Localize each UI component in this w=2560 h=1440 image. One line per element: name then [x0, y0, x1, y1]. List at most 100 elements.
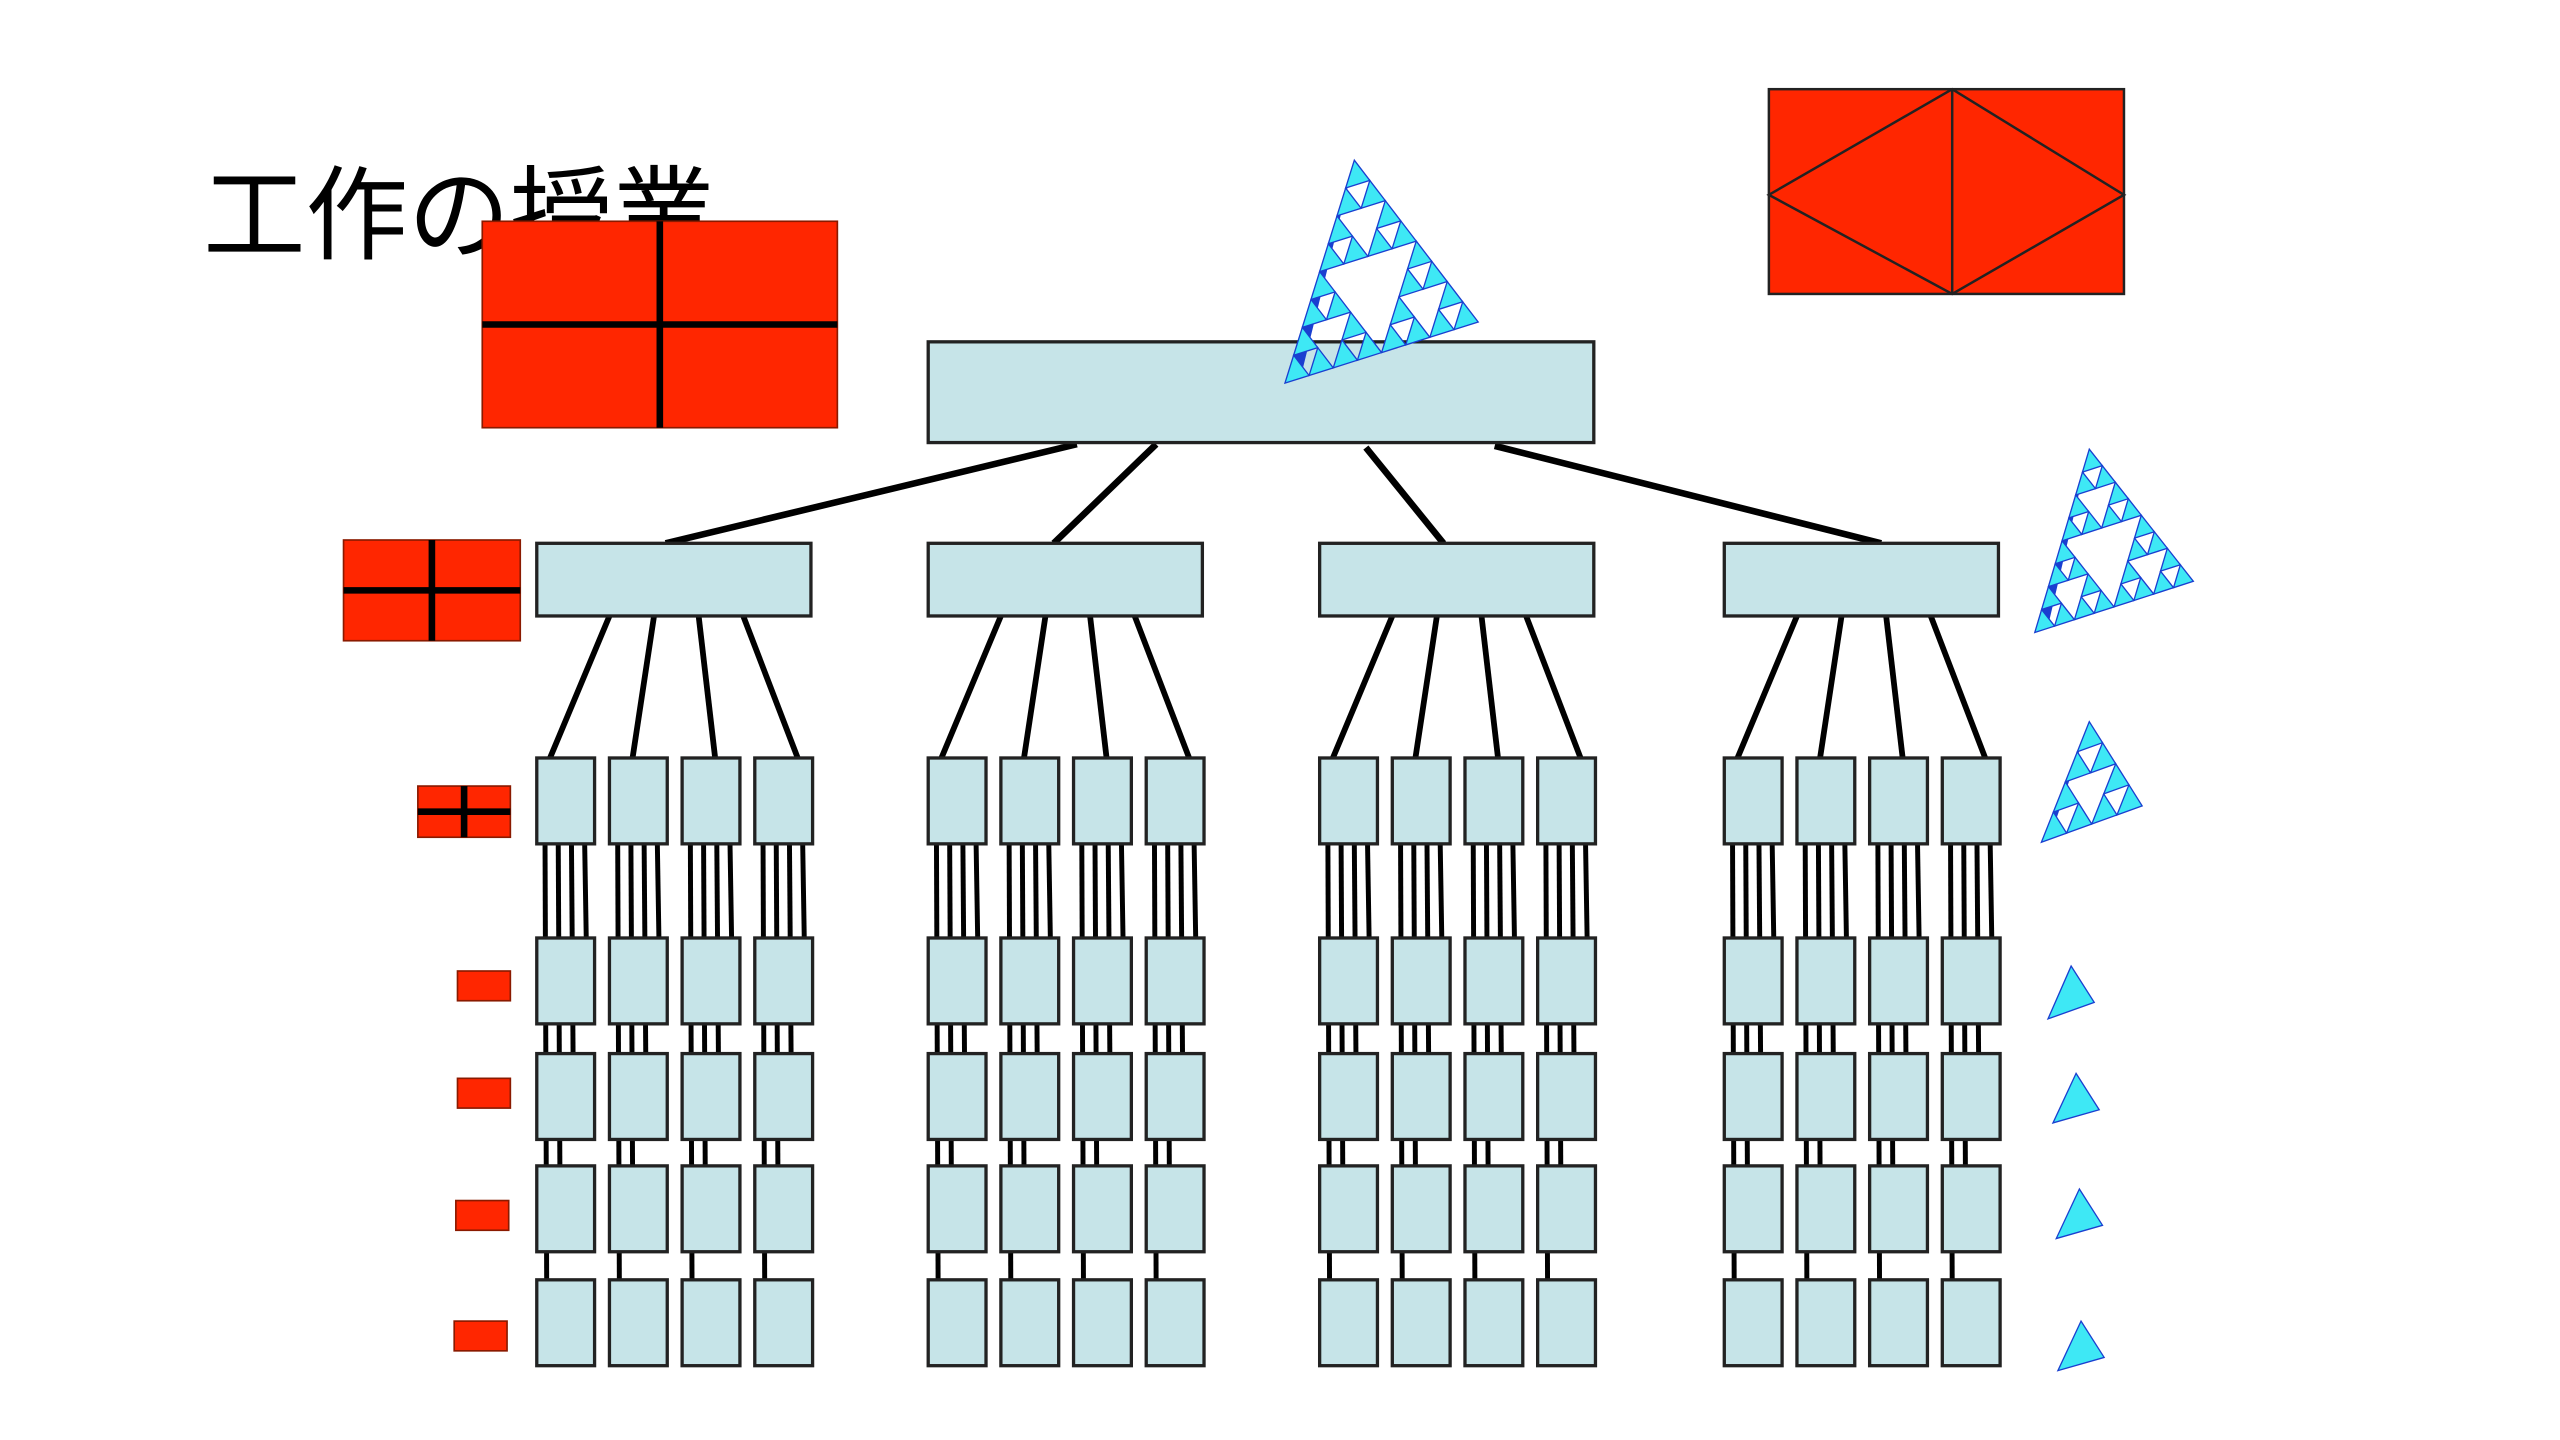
- pyramid-face: [2074, 470, 2097, 497]
- level-1-link: [938, 614, 1004, 760]
- leaf-node-row-4: [607, 1278, 669, 1368]
- pyramid-face: [1340, 310, 1368, 341]
- pyramid-face: [2081, 447, 2104, 474]
- pyramid-face: [2146, 530, 2169, 556]
- tree-link: [1363, 445, 1447, 546]
- paper-diamond-fold-icon: [1766, 87, 2127, 296]
- leaf-node-row-1: [753, 936, 815, 1026]
- pyramid-face: [1428, 308, 1456, 339]
- paper-rect: [456, 1077, 512, 1109]
- pyramid-face: [1356, 330, 1383, 362]
- pyramid-face: [1283, 353, 1311, 385]
- leaf-node-row-2: [1071, 1051, 1134, 1142]
- leaf-node-row-2: [1722, 1051, 1784, 1142]
- leaf-node-row-2: [680, 1051, 742, 1142]
- fold-line: [1766, 87, 2127, 296]
- level-2-node: [1071, 756, 1134, 846]
- pyramid-face: [2133, 513, 2156, 540]
- leaf-node-row-1: [1722, 936, 1784, 1026]
- leaf-node-row-1: [1144, 936, 1206, 1026]
- pyramid-face: [2054, 539, 2077, 565]
- pyramid-face: [1404, 315, 1431, 346]
- sierpinski-pyramid-small-icon: [2055, 1187, 2104, 1240]
- paper-quarter-icon: [417, 785, 512, 839]
- paper-piece-icon: [453, 1320, 508, 1352]
- pyramid-face: [2055, 1187, 2104, 1240]
- pyramid-face: [2067, 493, 2090, 519]
- pyramid-face: [1325, 290, 1352, 321]
- sierpinski-pyramid-medium-icon: [2040, 720, 2144, 844]
- pyramid-face: [2126, 536, 2149, 563]
- paper-half-icon: [342, 539, 522, 642]
- pyramid-face: [1360, 178, 1387, 210]
- leaf-node-row-3: [535, 1164, 597, 1254]
- pyramid-face: [2094, 464, 2117, 490]
- level-2-link: [1365, 843, 1372, 943]
- pyramid-face: [1422, 259, 1449, 291]
- leaf-node-row-2: [535, 1051, 597, 1142]
- pyramid-face: [1389, 295, 1416, 326]
- paper-rect: [456, 970, 512, 1002]
- leaf-node-row-1: [680, 936, 742, 1026]
- leaf-node-row-2: [1317, 1051, 1380, 1142]
- pyramid-face: [2051, 1072, 2101, 1124]
- level-2-link: [582, 843, 589, 943]
- level-2-node: [1317, 756, 1380, 846]
- pyramid-face: [2089, 741, 2117, 774]
- pyramid-face: [2152, 569, 2175, 596]
- leaf-node-row-1: [926, 936, 988, 1026]
- paper-piece-icon: [456, 970, 512, 1002]
- pyramid-face: [1327, 214, 1354, 245]
- pyramid-face: [1375, 199, 1402, 230]
- pyramid-face: [2120, 497, 2143, 523]
- level-2-node: [607, 756, 669, 846]
- pyramid-face: [1344, 158, 1371, 190]
- leaf-node-row-3: [753, 1164, 815, 1254]
- level-2-link: [1842, 843, 1849, 943]
- leaf-node-row-1: [1317, 936, 1380, 1026]
- pyramid-face: [1397, 267, 1425, 298]
- leaf-node-row-2: [1144, 1051, 1206, 1142]
- pyramid-face: [2076, 720, 2104, 753]
- leaf-node-row-4: [680, 1278, 742, 1368]
- leaf-node-row-2: [999, 1051, 1061, 1142]
- level-2-node: [680, 756, 742, 846]
- level-2-node: [753, 756, 815, 846]
- tree-link: [1493, 442, 1882, 547]
- pyramid-face: [2090, 792, 2118, 826]
- leaf-node-row-1: [1463, 936, 1525, 1026]
- level-1-node: [1722, 541, 2001, 618]
- tree-link: [664, 441, 1078, 547]
- pyramid-face: [1453, 300, 1480, 331]
- pyramid-face: [1308, 346, 1335, 377]
- level-2-link: [800, 843, 807, 943]
- leaf-node-row-1: [535, 936, 597, 1026]
- level-1-node: [535, 541, 813, 618]
- level-1-link: [1734, 614, 1800, 760]
- level-2-link: [727, 843, 735, 943]
- pyramid-face: [2080, 572, 2103, 598]
- level-1-link: [1817, 615, 1845, 759]
- pyramid-face: [2073, 595, 2096, 621]
- pyramid-face: [2046, 964, 2096, 1021]
- level-1-link: [629, 615, 657, 759]
- level-2-node: [1463, 756, 1525, 846]
- leaf-node-row-3: [1390, 1164, 1452, 1254]
- leaf-node-row-3: [1317, 1164, 1380, 1254]
- level-2-node: [535, 756, 597, 846]
- pyramid-face: [2119, 559, 2142, 585]
- leaf-node-row-4: [1390, 1278, 1452, 1368]
- paper-piece-icon: [455, 1199, 510, 1232]
- level-2-node: [1144, 756, 1206, 846]
- leaf-node-row-2: [1536, 1051, 1598, 1142]
- leaf-node-row-3: [1867, 1164, 1930, 1254]
- pyramid-face: [2093, 588, 2116, 615]
- pyramid-face: [1380, 323, 1407, 354]
- pyramid-face: [2067, 555, 2090, 582]
- level-1-link: [695, 615, 719, 759]
- paper-rect: [453, 1320, 508, 1352]
- leaf-node-row-1: [1536, 936, 1598, 1026]
- level-2-link: [1987, 843, 1995, 943]
- leaf-node-row-2: [1795, 1051, 1857, 1142]
- level-2-link: [1191, 843, 1199, 943]
